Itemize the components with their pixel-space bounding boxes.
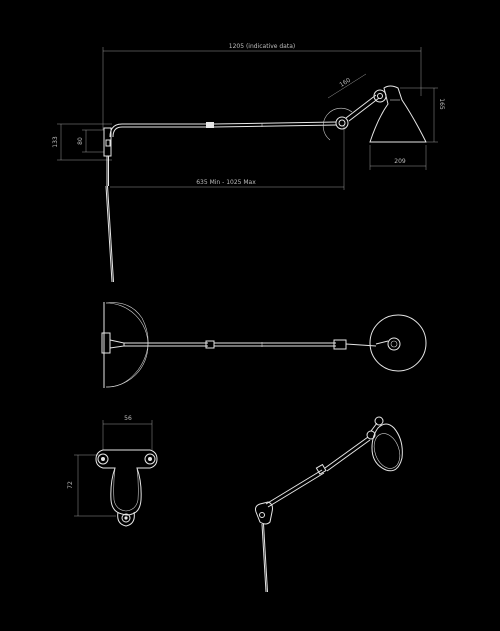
backplate-view: 56 72 (67, 415, 158, 527)
top-shade (369, 314, 427, 372)
lamp-shade (369, 85, 427, 143)
overall-length-label: 1205 (indicative data) (229, 43, 295, 50)
perspective-arm (265, 469, 323, 505)
backplate-width-label: 56 (124, 415, 132, 422)
bracket-height-label: 80 (77, 137, 84, 145)
mount-height-label: 133 (52, 136, 59, 148)
arm-reach-label: 635 Min - 1025 Max (196, 179, 256, 186)
backplate (95, 449, 158, 516)
top-view (101, 302, 427, 388)
arm-joint (335, 116, 349, 130)
perspective-mount (255, 501, 273, 525)
perspective-view (255, 416, 403, 593)
backplate-height-label: 72 (67, 481, 74, 489)
shade-diameter-label: 209 (394, 158, 406, 165)
perspective-shade (371, 423, 403, 472)
telescopic-arm (213, 121, 337, 125)
side-view: 1205 (indicative data) 133 80 635 Min - … (52, 43, 445, 283)
shade-height-label: 165 (438, 98, 445, 110)
top-wall-plate (101, 332, 111, 354)
power-cable (105, 185, 113, 283)
